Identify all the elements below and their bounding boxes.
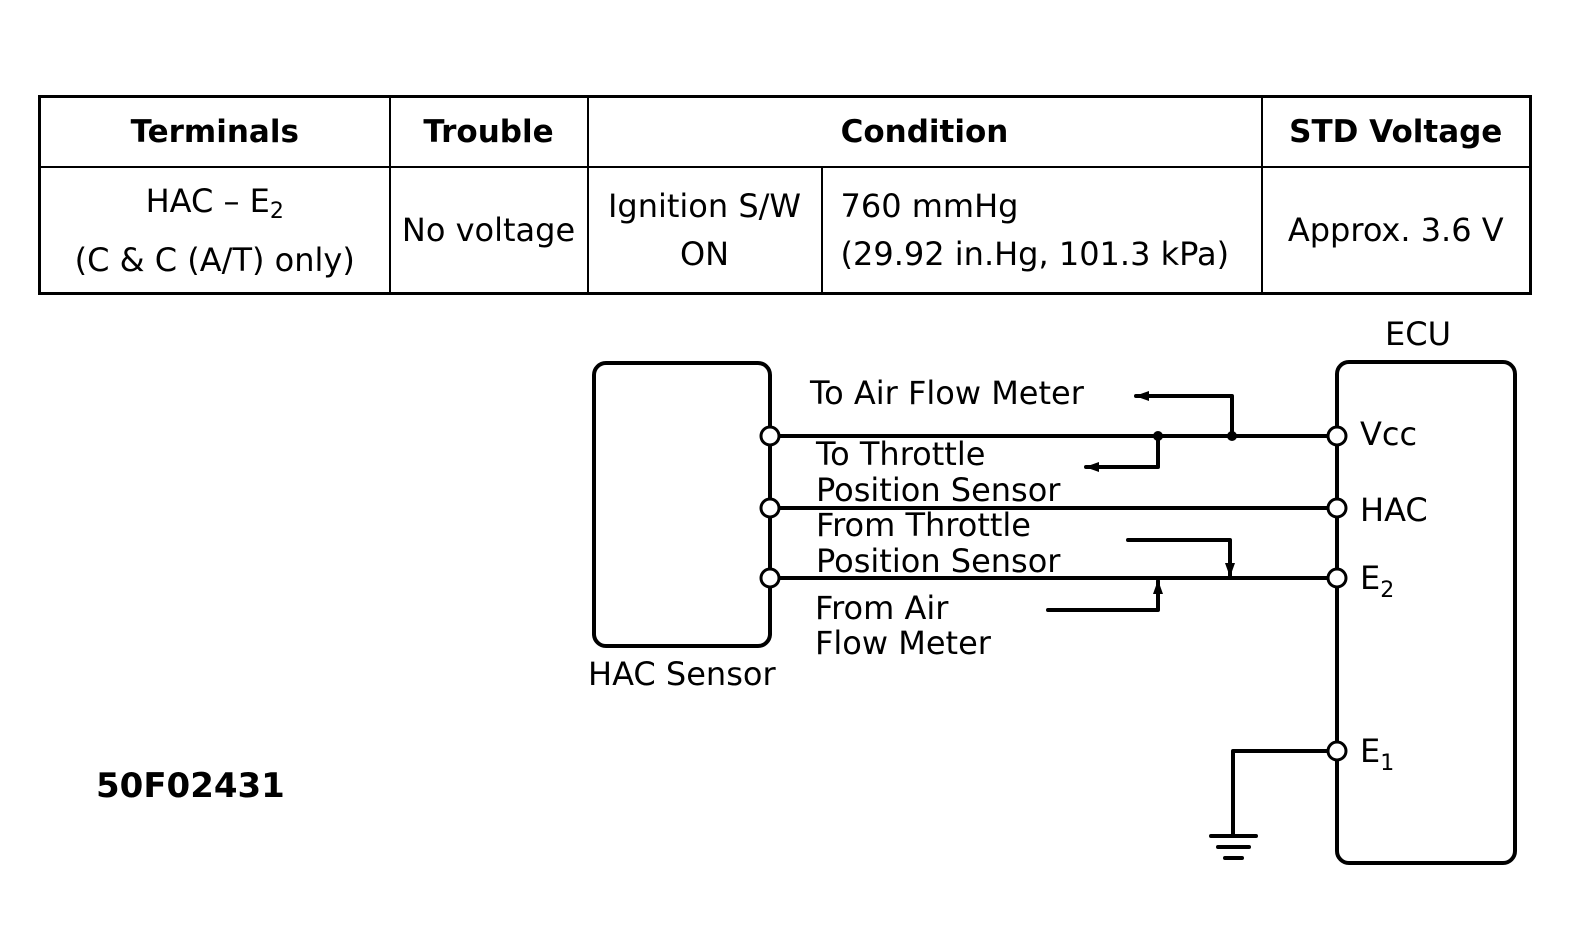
table-row: HAC – E2 (C & C (A/T) only) No voltage I… (38, 166, 1532, 295)
condition-pressure-line1: 760 mmHg (840, 187, 1019, 225)
cell-trouble: No voltage (388, 166, 589, 295)
header-std-voltage: STD Voltage (1260, 95, 1532, 168)
ecu-terminal-e1 (1326, 740, 1348, 762)
hac-sensor-label: HAC Sensor (588, 655, 776, 693)
ecu-terminal-e2 (1326, 567, 1348, 589)
label-from-air-line2: Flow Meter (815, 624, 991, 662)
pin-label-hac: HAC (1360, 491, 1428, 529)
cell-condition-pressure: 760 mmHg (29.92 in.Hg, 101.3 kPa) (820, 166, 1263, 295)
branch-from-air-flow-meter (1046, 579, 1163, 612)
sensor-terminal-e2 (759, 567, 781, 589)
sensor-terminal-vcc (759, 425, 781, 447)
condition-pressure-line2: (29.92 in.Hg, 101.3 kPa) (840, 235, 1230, 273)
cell-std-voltage: Approx. 3.6 V (1260, 166, 1532, 295)
condition-switch-line1: Ignition S/W (607, 187, 802, 225)
ecu-box (1335, 360, 1517, 865)
header-terminals: Terminals (38, 95, 391, 168)
header-condition: Condition (586, 95, 1263, 168)
spec-table: Terminals Trouble Condition STD Voltage … (38, 95, 1532, 295)
sensor-terminal-hac (759, 497, 781, 519)
header-trouble: Trouble (388, 95, 589, 168)
cell-condition-switch: Ignition S/W ON (586, 166, 823, 295)
branch-from-throttle (1126, 538, 1235, 578)
ecu-label: ECU (1385, 315, 1451, 353)
ecu-terminal-vcc (1326, 425, 1348, 447)
junction-dot (1227, 431, 1237, 441)
cell-terminals: HAC – E2 (C & C (A/T) only) (38, 166, 391, 295)
wire-e1-ground (1231, 749, 1339, 838)
label-to-throttle-line2: Position Sensor (816, 471, 1061, 509)
label-from-throttle-line2: Position Sensor (816, 542, 1061, 580)
condition-switch-line2: ON (679, 235, 730, 273)
label-from-air-line1: From Air (815, 589, 949, 627)
pin-label-e1: E1 (1360, 732, 1395, 776)
label-to-air-flow-meter: To Air Flow Meter (810, 374, 1084, 412)
label-to-throttle-line1: To Throttle (816, 435, 986, 473)
branch-to-throttle (1084, 434, 1160, 472)
figure-id: 50F02431 (96, 766, 285, 806)
label-from-throttle-line1: From Throttle (816, 506, 1031, 544)
pin-label-vcc: Vcc (1360, 415, 1418, 453)
pin-label-e2: E2 (1360, 559, 1395, 603)
branch-to-air-flow-meter (1134, 391, 1234, 438)
table-header-row: Terminals Trouble Condition STD Voltage (38, 95, 1532, 168)
terminals-line1: HAC – E2 (145, 181, 284, 224)
junction-dot (1153, 431, 1163, 441)
hac-sensor-box (592, 361, 772, 648)
terminals-line2: (C & C (A/T) only) (74, 240, 355, 279)
ecu-terminal-hac (1326, 497, 1348, 519)
